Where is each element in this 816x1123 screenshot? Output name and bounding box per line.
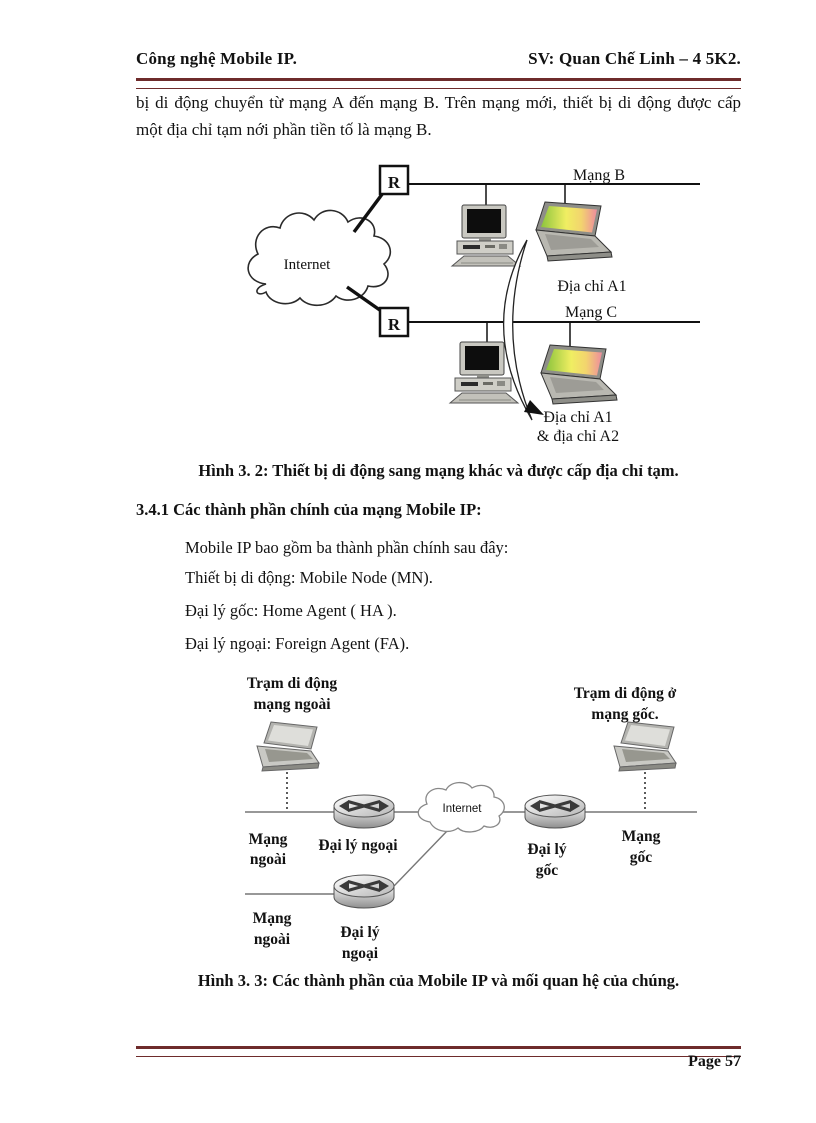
figure-3-3-caption: Hình 3. 3: Các thành phần của Mobile IP …: [197, 971, 680, 990]
network-b-label: Mạng B: [573, 167, 625, 184]
station-foreign-label-1: Trạm di động: [247, 675, 337, 692]
address-a1a2-line1: Địa chỉ A1: [543, 409, 612, 426]
body-line: Mobile IP bao gồm ba thành phần chính sa…: [185, 538, 509, 557]
laptop-icon-top: [535, 201, 613, 262]
address-a1a2-line2: & địa chỉ A2: [537, 428, 619, 445]
internet-cloud: Internet: [247, 209, 392, 307]
foreign-net-label-2b: ngoài: [254, 931, 291, 948]
dotted-connectors: [286, 772, 646, 812]
drop-connectors: [485, 184, 571, 346]
foreign-agent-label-2a: Đại lý: [340, 924, 379, 941]
home-agent-label-a: Đại lý: [527, 841, 566, 858]
diagonal-link: [393, 829, 449, 887]
page-number: Page 57: [688, 1053, 741, 1070]
cloud-link-bottom: [346, 285, 385, 315]
router-box-bottom: R: [378, 306, 410, 338]
laptop-icon-foreign: [256, 721, 320, 772]
header-right-author: SV: Quan Chế Linh – 4 5K2.: [528, 49, 741, 68]
cloud-link-top: [352, 191, 385, 234]
header-rule: [136, 78, 741, 89]
station-home-label-2: mạng gốc.: [591, 706, 658, 723]
move-arrow: [503, 239, 544, 421]
router-icon-foreign-agent-2: [332, 873, 396, 910]
router-box-top: R: [378, 164, 410, 196]
page-header: Công nghệ Mobile IP. SV: Quan Chế Linh –…: [136, 49, 741, 69]
body-line: Đại lý gốc: Home Agent ( HA ).: [185, 601, 397, 620]
figure-3-2-caption: Hình 3. 2: Thiết bị di động sang mạng kh…: [198, 461, 679, 480]
router-top-label: R: [388, 173, 401, 192]
foreign-net-label-2a: Mạng: [253, 910, 292, 927]
home-agent-label-b: gốc: [536, 862, 559, 879]
router-bottom-label: R: [388, 315, 401, 334]
foreign-agent-label-2b: ngoại: [342, 945, 379, 962]
network-c-label: Mạng C: [565, 304, 617, 321]
figure-3-2-diagram: Internet R R Mạng B Mạng C: [247, 164, 700, 445]
station-home-label-1: Trạm di động ở: [574, 685, 677, 702]
body-line: Đại lý ngoại: Foreign Agent (FA).: [185, 634, 410, 653]
laptop-icon-home: [613, 721, 677, 772]
internet-label: Internet: [284, 257, 331, 273]
laptop-icon-bottom: [540, 344, 618, 405]
foreign-net-label-1a: Mạng: [249, 831, 288, 848]
figure-3-3-diagram: Trạm di động mạng ngoài Trạm di động ở m…: [245, 675, 697, 962]
home-net-label-a: Mạng: [622, 828, 661, 845]
internet-cloud-small: Internet: [417, 781, 505, 833]
desktop-icon-top: [451, 204, 521, 267]
body-line: Thiết bị di động: Mobile Node (MN).: [185, 568, 433, 587]
internet-label-small: Internet: [443, 803, 483, 815]
foreign-agent-label-1: Đại lý ngoại: [318, 837, 398, 854]
home-net-label-b: gốc: [630, 849, 653, 866]
header-left-title: Công nghệ Mobile IP.: [136, 49, 298, 68]
intro-paragraph: bị di động chuyển từ mạng A đến mạng B. …: [136, 93, 741, 139]
station-foreign-label-2: mạng ngoài: [253, 696, 331, 713]
router-icon-foreign-agent: [332, 793, 396, 830]
address-a1-label: Địa chỉ A1: [557, 278, 626, 295]
foreign-net-label-1b: ngoài: [250, 851, 287, 868]
router-icon-home-agent: [523, 793, 587, 830]
footer-rule: [136, 1046, 741, 1057]
section-heading: 3.4.1 Các thành phần chính của mạng Mobi…: [136, 500, 482, 519]
